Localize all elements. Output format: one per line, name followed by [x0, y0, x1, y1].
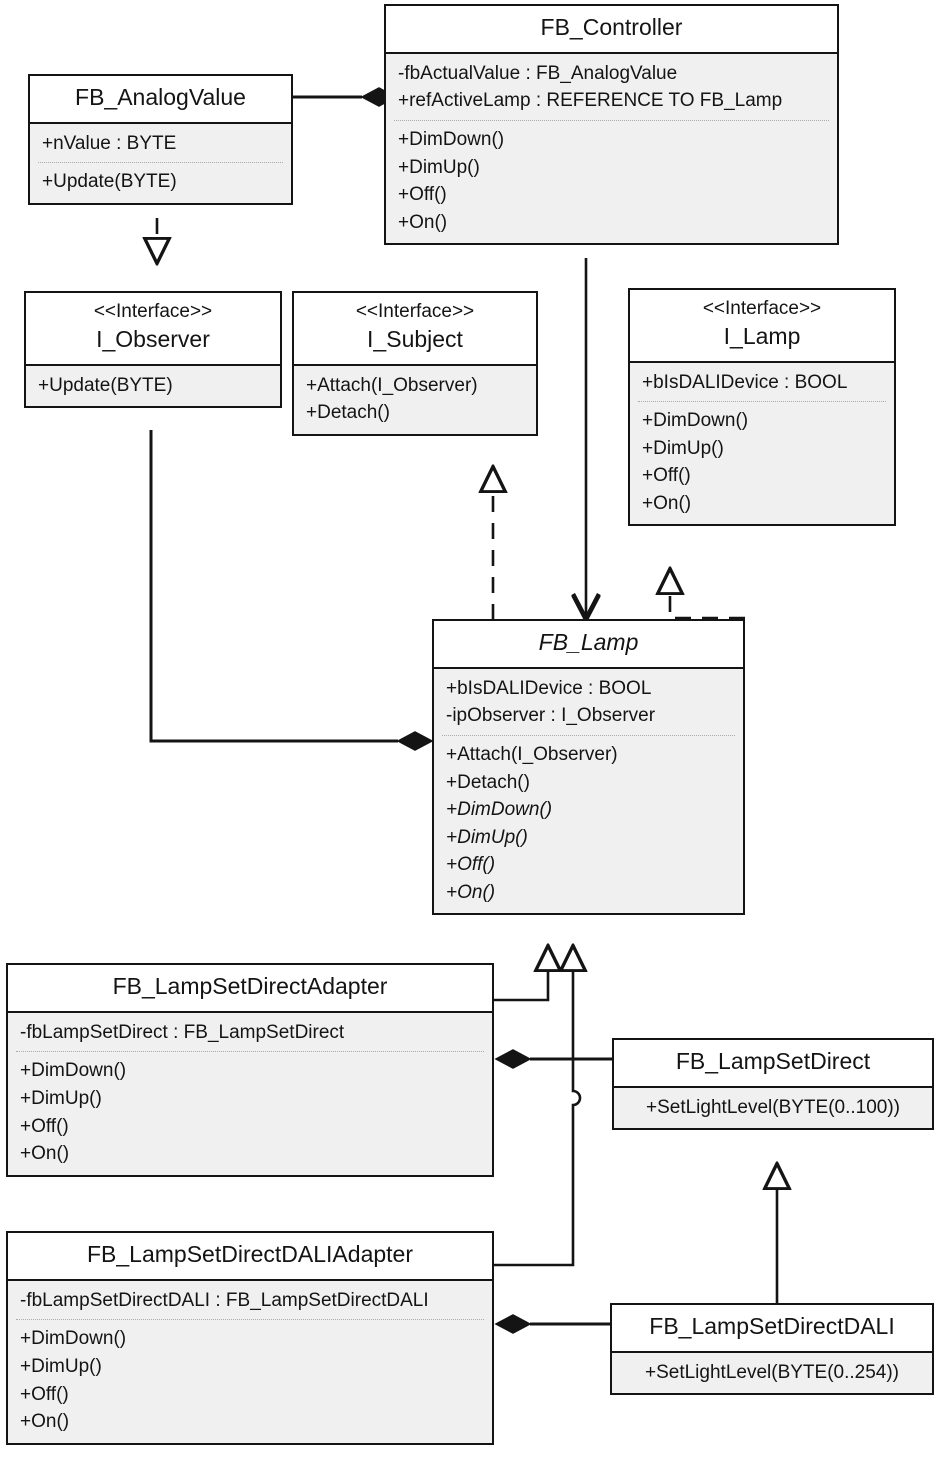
operation: +Off() — [20, 1383, 69, 1405]
member-divider — [394, 119, 829, 121]
operation: +DimUp() — [446, 826, 528, 848]
class-title: I_Lamp — [723, 322, 801, 349]
class-header: FB_LampSetDirect — [614, 1040, 932, 1086]
class-members: +bIsDALIDevice : BOOL -ipObserver : I_Ob… — [434, 666, 743, 914]
class-fb-lampsetdirectadapter[interactable]: FB_LampSetDirectAdapter -fbLampSetDirect… — [6, 963, 494, 1177]
class-title: FB_Controller — [540, 14, 683, 40]
class-header: FB_LampSetDirectDALIAdapter — [8, 1233, 492, 1279]
class-header: <<Interface>> I_Lamp — [630, 290, 894, 361]
operation: +SetLightLevel(BYTE(0..100)) — [646, 1096, 900, 1118]
member-divider — [16, 1051, 484, 1053]
operation: +Update(BYTE) — [38, 374, 173, 396]
attribute: -ipObserver : I_Observer — [446, 705, 656, 727]
operation: +Off() — [446, 854, 496, 876]
operation: +On() — [446, 881, 496, 903]
class-title: I_Subject — [367, 325, 463, 352]
member-divider — [38, 162, 283, 164]
class-header: FB_LampSetDirectDALI — [612, 1305, 932, 1351]
class-stereotype: <<Interface>> — [702, 298, 822, 319]
operation: +DimUp() — [20, 1087, 102, 1109]
operation: +On() — [20, 1143, 70, 1165]
class-header: FB_AnalogValue — [30, 76, 291, 122]
edge-setdirectdali-composition-daliadapter — [494, 1314, 610, 1334]
class-title: FB_LampSetDirectDALI — [649, 1313, 895, 1339]
class-fb-lampsetdirectdaliadapter[interactable]: FB_LampSetDirectDALIAdapter -fbLampSetDi… — [6, 1231, 494, 1445]
operation: +DimUp() — [398, 156, 480, 178]
class-stereotype: <<Interface>> — [93, 301, 213, 322]
class-header: <<Interface>> I_Subject — [294, 293, 536, 364]
class-title: FB_LampSetDirect — [675, 1048, 871, 1074]
operation: +On() — [20, 1411, 70, 1433]
class-stereotype: <<Interface>> — [355, 301, 475, 322]
operation: +Off() — [642, 465, 691, 487]
class-header: <<Interface>> I_Observer — [26, 293, 280, 364]
class-fb-lampsetdirectdali[interactable]: FB_LampSetDirectDALI +SetLightLevel(BYTE… — [610, 1303, 934, 1396]
class-members: +Attach(I_Observer) +Detach() — [294, 363, 536, 434]
class-members: +Update(BYTE) — [26, 363, 280, 407]
class-header: FB_Controller — [386, 6, 837, 52]
operation: +DimDown() — [446, 799, 553, 821]
operation: +On() — [642, 492, 692, 514]
operation: +DimDown() — [642, 410, 749, 432]
operation: +Detach() — [446, 771, 530, 793]
member-divider — [638, 401, 886, 403]
member-divider — [442, 734, 735, 736]
attribute: -fbActualValue : FB_AnalogValue — [398, 62, 678, 84]
attribute: -fbLampSetDirect : FB_LampSetDirect — [20, 1021, 345, 1043]
class-title: FB_AnalogValue — [75, 84, 246, 110]
class-members: +nValue : BYTE +Update(BYTE) — [30, 121, 291, 203]
edge-setdirect-composition-adapter — [494, 1049, 612, 1069]
operation: +Off() — [20, 1115, 69, 1137]
operation: +DimDown() — [20, 1060, 127, 1082]
operation: +DimUp() — [642, 437, 724, 459]
class-members: -fbLampSetDirect : FB_LampSetDirect +Dim… — [8, 1010, 492, 1175]
attribute: +refActiveLamp : REFERENCE TO FB_Lamp — [398, 90, 783, 112]
operation: +SetLightLevel(BYTE(0..254)) — [645, 1361, 899, 1383]
operation: +DimDown() — [20, 1328, 127, 1350]
class-title: FB_LampSetDirectAdapter — [112, 973, 388, 999]
operation: +Attach(I_Observer) — [306, 374, 478, 396]
class-members: -fbLampSetDirectDALI : FB_LampSetDirectD… — [8, 1278, 492, 1443]
class-members: -fbActualValue : FB_AnalogValue +refActi… — [386, 51, 837, 244]
operation: +Attach(I_Observer) — [446, 743, 618, 765]
class-header: FB_LampSetDirectAdapter — [8, 965, 492, 1011]
class-i-lamp[interactable]: <<Interface>> I_Lamp +bIsDALIDevice : BO… — [628, 288, 896, 527]
edge-observer-composition-lamp — [149, 430, 434, 751]
edge-lamp-realizes-ilamp — [670, 568, 745, 620]
operation: +DimUp() — [20, 1355, 102, 1377]
attribute: -fbLampSetDirectDALI : FB_LampSetDirectD… — [20, 1289, 429, 1311]
class-fb-lampsetdirect[interactable]: FB_LampSetDirect +SetLightLevel(BYTE(0..… — [612, 1038, 934, 1131]
class-header: FB_Lamp — [434, 621, 743, 667]
class-members: +bIsDALIDevice : BOOL +DimDown() +DimUp(… — [630, 360, 894, 525]
class-fb-analogvalue[interactable]: FB_AnalogValue +nValue : BYTE +Update(BY… — [28, 74, 293, 205]
edge-setdirectdaliadapter-inherits-lamp — [492, 945, 580, 1267]
member-divider — [16, 1319, 484, 1321]
class-title: FB_LampSetDirectDALIAdapter — [87, 1241, 413, 1267]
class-i-subject[interactable]: <<Interface>> I_Subject +Attach(I_Observ… — [292, 291, 538, 436]
operation: +Off() — [398, 184, 447, 206]
operation: +Detach() — [306, 402, 390, 424]
class-fb-controller[interactable]: FB_Controller -fbActualValue : FB_Analog… — [384, 4, 839, 246]
operation: +DimDown() — [398, 128, 505, 150]
class-fb-lamp[interactable]: FB_Lamp +bIsDALIDevice : BOOL -ipObserve… — [432, 619, 745, 916]
operation: +On() — [398, 211, 448, 233]
edge-setdirectadapter-inherits-lamp — [492, 945, 548, 1002]
class-members: +SetLightLevel(BYTE(0..254)) — [612, 1350, 932, 1394]
class-i-observer[interactable]: <<Interface>> I_Observer +Update(BYTE) — [24, 291, 282, 409]
attribute: +bIsDALIDevice : BOOL — [446, 677, 652, 699]
class-members: +SetLightLevel(BYTE(0..100)) — [614, 1085, 932, 1129]
class-title: I_Observer — [96, 325, 210, 352]
attribute: +nValue : BYTE — [42, 132, 177, 154]
operation: +Update(BYTE) — [42, 171, 177, 193]
edge-analogvalue-composition-controller — [293, 87, 398, 107]
attribute: +bIsDALIDevice : BOOL — [642, 371, 848, 393]
class-title: FB_Lamp — [538, 629, 639, 655]
